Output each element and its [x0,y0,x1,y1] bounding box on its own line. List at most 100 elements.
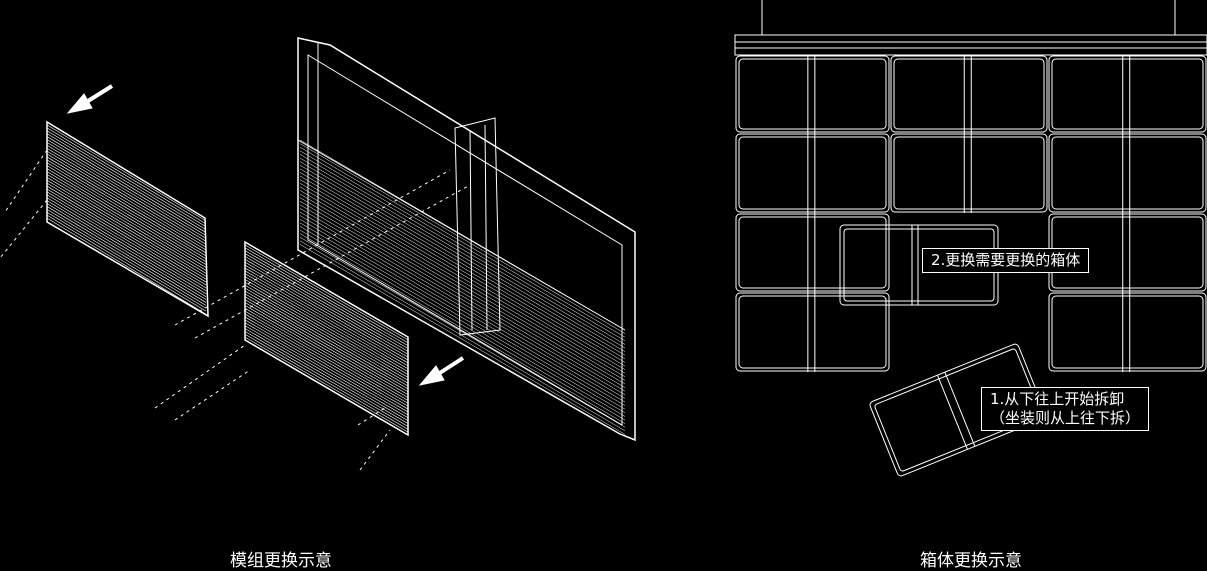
module-striation [244,310,409,407]
module-striation [46,133,207,230]
module-striation [244,333,409,430]
cabinet [735,213,890,292]
module-striation [299,175,626,367]
module-panel-removed-lower [244,240,409,437]
cabinet [890,55,1048,133]
module-striation [46,124,207,222]
module-striation [299,139,626,331]
module-striation [46,147,207,245]
module-striation [46,185,207,283]
callout-step1-line1: 1.从下往上开始拆卸 [990,390,1125,408]
module-striation [244,279,409,375]
module-striation [244,296,409,393]
module-striation [46,203,207,300]
module-striation [299,211,626,403]
module-striation [244,244,409,341]
module-striation [46,188,207,286]
module-striation [244,282,409,378]
module-striation [46,177,207,274]
module-striation [244,267,409,364]
cabinet [1048,133,1207,213]
module-striation [46,168,207,265]
module-striation [299,236,626,428]
module-striation [299,172,626,363]
cabinet [890,133,1048,213]
module-striation [46,191,207,289]
module-striation [46,179,207,277]
module-striation [299,161,626,352]
module-striation [244,305,409,401]
frame-module-striations [299,139,626,435]
cabinet-frame [297,37,636,442]
module-striation [244,264,409,361]
module-striation [46,156,207,254]
screw-guide-lines [0,149,471,471]
callout-step2: 2.更换需要更换的箱体 [922,248,1090,273]
module-striation [244,287,409,384]
module-striation [299,222,626,414]
module-striation [244,308,409,404]
module-replacement-drawing [0,37,636,471]
module-striation [46,127,207,225]
module-striation [244,336,409,433]
module-striation [46,200,207,297]
module-striation [244,293,409,390]
arrow-icon [418,356,465,386]
module-striation [46,209,207,306]
module-striation [46,182,207,280]
module-striation [244,316,409,413]
module-striation [299,164,626,356]
module-striation [299,197,626,388]
module-striation [244,256,409,352]
module-striation [299,179,626,370]
module-striation [244,273,409,369]
module-striation [46,136,207,233]
module-striation [46,139,207,236]
module-striation [46,165,207,262]
module-striation [244,313,409,410]
module-striation [299,244,626,435]
module-striation [46,217,207,315]
callout-step1-line2: （坐装则从上往下拆） [990,409,1141,427]
module-striation [46,174,207,271]
cabinet [735,55,890,133]
module-striation [244,253,409,349]
module-striation [46,162,207,260]
module-striation [299,208,626,399]
module-striation [299,146,626,338]
module-striation [46,194,207,292]
module-striation [299,157,626,349]
arrow-icon [66,84,114,114]
module-striation [46,145,207,242]
module-striation [299,233,626,424]
module-striation [299,150,626,342]
module-striation [299,193,626,385]
module-striation [244,331,409,427]
module-striation [46,130,207,227]
module-striation [244,299,409,395]
module-striation [299,229,626,421]
module-striation [299,204,626,396]
cabinet [735,133,890,213]
module-striation [299,200,626,392]
module-striation [244,261,409,358]
module-striation [299,190,626,381]
cabinet [735,292,890,372]
module-striation [299,154,626,345]
module-striation [46,159,207,257]
module-striation [299,240,626,432]
module-striation [299,218,626,410]
module-striation [244,325,409,421]
module-striation [46,214,207,312]
module-striation [299,226,626,417]
module-striation [244,250,409,346]
module-striation [46,150,207,248]
module-striation [46,171,207,268]
cabinet-grid [735,55,1207,372]
module-striation [244,259,409,355]
callout-step2-text: 2.更换需要更换的箱体 [931,251,1081,269]
mounting-beam [734,0,1207,56]
cabinet [1048,55,1207,133]
module-striation [46,206,207,303]
